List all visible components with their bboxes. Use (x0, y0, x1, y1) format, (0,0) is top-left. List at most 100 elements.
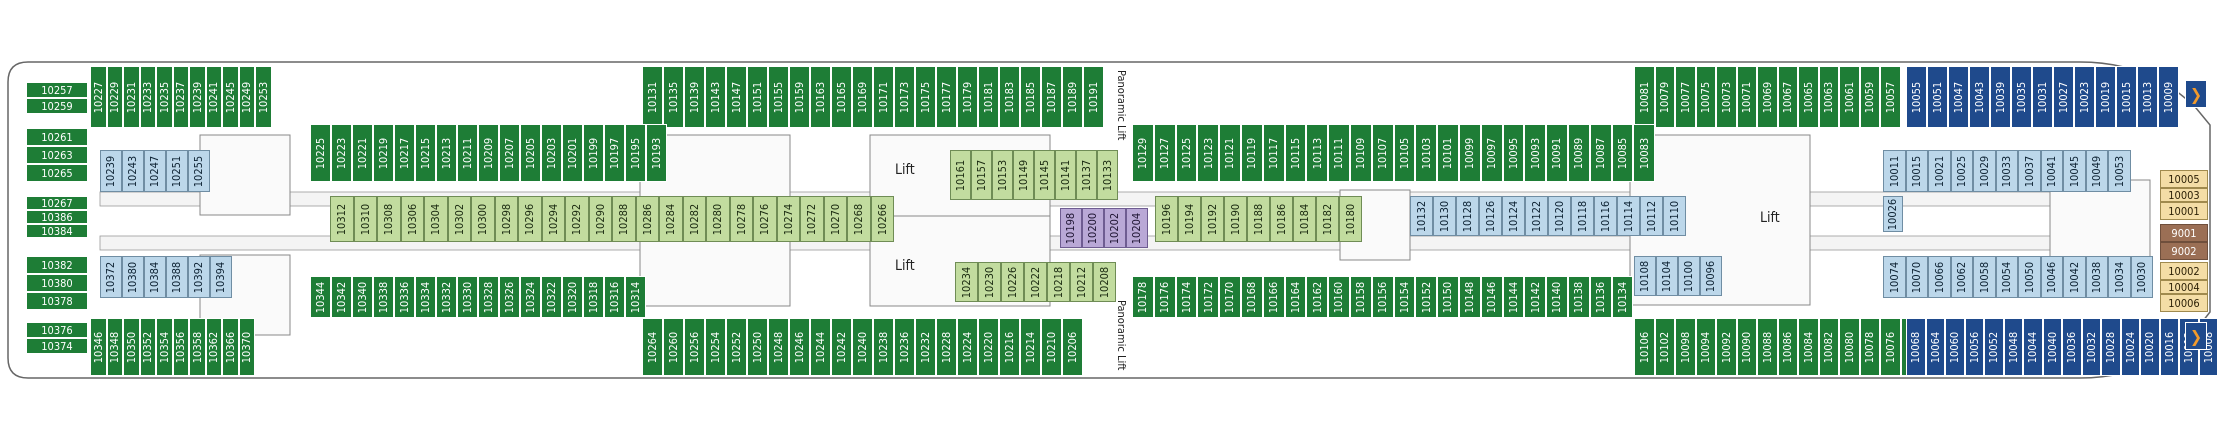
cabin-10054[interactable]: 10054 (1995, 256, 2018, 298)
cabin-10093[interactable]: 10093 (1524, 124, 1547, 182)
cabin-10244[interactable]: 10244 (810, 318, 831, 376)
cabin-10092[interactable]: 10092 (1716, 318, 1737, 376)
cabin-10135[interactable]: 10135 (663, 66, 684, 128)
cabin-10304[interactable]: 10304 (424, 196, 448, 242)
cabin-10318[interactable]: 10318 (583, 276, 604, 318)
cabin-10212[interactable]: 10212 (1070, 262, 1093, 302)
cabin-10217[interactable]: 10217 (394, 124, 415, 182)
cabin-10069[interactable]: 10069 (1757, 66, 1778, 128)
cabin-10084[interactable]: 10084 (1798, 318, 1819, 376)
cabin-10117[interactable]: 10117 (1262, 124, 1285, 182)
cabin-10011[interactable]: 10011 (1883, 150, 1906, 192)
cabin-10252[interactable]: 10252 (726, 318, 747, 376)
cabin-10370[interactable]: 10370 (238, 318, 255, 376)
cabin-10254[interactable]: 10254 (705, 318, 726, 376)
cabin-10142[interactable]: 10142 (1524, 276, 1547, 318)
cabin-10239[interactable]: 10239 (100, 150, 122, 192)
cabin-10240[interactable]: 10240 (852, 318, 873, 376)
cabin-10334[interactable]: 10334 (415, 276, 436, 318)
cabin-10001[interactable]: 10001 (2160, 202, 2208, 220)
cabin-10004[interactable]: 10004 (2160, 280, 2208, 294)
cabin-10266[interactable]: 10266 (870, 196, 894, 242)
cabin-10282[interactable]: 10282 (682, 196, 706, 242)
cabin-10346[interactable]: 10346 (90, 318, 107, 376)
cabin-10386[interactable]: 10386 (26, 210, 88, 224)
cabin-10192[interactable]: 10192 (1201, 196, 1224, 242)
cabin-10239[interactable]: 10239 (189, 66, 206, 128)
cabin-10024[interactable]: 10024 (2120, 318, 2140, 376)
cabin-10139[interactable]: 10139 (684, 66, 705, 128)
cabin-10362[interactable]: 10362 (205, 318, 222, 376)
cabin-10094[interactable]: 10094 (1695, 318, 1716, 376)
cabin-10162[interactable]: 10162 (1306, 276, 1329, 318)
cabin-10088[interactable]: 10088 (1757, 318, 1778, 376)
cabin-10154[interactable]: 10154 (1393, 276, 1416, 318)
cabin-10101[interactable]: 10101 (1437, 124, 1459, 182)
cabin-10156[interactable]: 10156 (1371, 276, 1394, 318)
cabin-10042[interactable]: 10042 (2063, 256, 2086, 298)
cabin-10140[interactable]: 10140 (1546, 276, 1568, 318)
cabin-10019[interactable]: 10019 (2095, 66, 2116, 128)
cabin-10286[interactable]: 10286 (635, 196, 659, 242)
cabin-10029[interactable]: 10029 (1973, 150, 1996, 192)
cabin-10064[interactable]: 10064 (1925, 318, 1945, 376)
cabin-10112[interactable]: 10112 (1640, 196, 1663, 236)
cabin-10219[interactable]: 10219 (373, 124, 394, 182)
cabin-10236[interactable]: 10236 (894, 318, 915, 376)
cabin-10159[interactable]: 10159 (789, 66, 810, 128)
cabin-10123[interactable]: 10123 (1197, 124, 1220, 182)
cabin-10198[interactable]: 10198 (1060, 208, 1082, 248)
cabin-10292[interactable]: 10292 (565, 196, 589, 242)
cabin-10183[interactable]: 10183 (999, 66, 1020, 128)
cabin-10118[interactable]: 10118 (1571, 196, 1594, 236)
cabin-10300[interactable]: 10300 (471, 196, 495, 242)
cabin-10231[interactable]: 10231 (123, 66, 140, 128)
cabin-10122[interactable]: 10122 (1525, 196, 1548, 236)
cabin-10193[interactable]: 10193 (646, 124, 667, 182)
cabin-10043[interactable]: 10043 (1969, 66, 1990, 128)
cabin-10278[interactable]: 10278 (729, 196, 753, 242)
cabin-10113[interactable]: 10113 (1306, 124, 1329, 182)
cabin-10075[interactable]: 10075 (1695, 66, 1716, 128)
cabin-10062[interactable]: 10062 (1950, 256, 1973, 298)
cabin-10109[interactable]: 10109 (1350, 124, 1372, 182)
cabin-10241[interactable]: 10241 (205, 66, 222, 128)
cabin-10128[interactable]: 10128 (1456, 196, 1479, 236)
cabin-10235[interactable]: 10235 (156, 66, 173, 128)
cabin-10324[interactable]: 10324 (520, 276, 541, 318)
cabin-10220[interactable]: 10220 (978, 318, 999, 376)
cabin-10089[interactable]: 10089 (1568, 124, 1590, 182)
cabin-10078[interactable]: 10078 (1859, 318, 1880, 376)
cabin-10256[interactable]: 10256 (684, 318, 705, 376)
cabin-10205[interactable]: 10205 (520, 124, 541, 182)
cabin-10284[interactable]: 10284 (659, 196, 683, 242)
cabin-10028[interactable]: 10028 (2101, 318, 2121, 376)
cabin-10382[interactable]: 10382 (26, 256, 88, 274)
cabin-10114[interactable]: 10114 (1617, 196, 1640, 236)
cabin-10057[interactable]: 10057 (1880, 66, 1901, 128)
cabin-10015[interactable]: 10015 (2116, 66, 2137, 128)
cabin-9001[interactable]: 9001 (2160, 224, 2208, 242)
cabin-10107[interactable]: 10107 (1371, 124, 1394, 182)
cabin-10227[interactable]: 10227 (90, 66, 107, 128)
cabin-10097[interactable]: 10097 (1480, 124, 1503, 182)
cabin-10079[interactable]: 10079 (1654, 66, 1675, 128)
cabin-10196[interactable]: 10196 (1155, 196, 1178, 242)
cabin-10161[interactable]: 10161 (950, 150, 971, 200)
cabin-10013[interactable]: 10013 (2137, 66, 2158, 128)
cabin-10179[interactable]: 10179 (957, 66, 978, 128)
cabin-10083[interactable]: 10083 (1633, 124, 1656, 182)
cabin-10203[interactable]: 10203 (541, 124, 562, 182)
cabin-10133[interactable]: 10133 (1097, 150, 1118, 200)
cabin-10163[interactable]: 10163 (810, 66, 831, 128)
cabin-10372[interactable]: 10372 (100, 256, 122, 298)
cabin-10150[interactable]: 10150 (1437, 276, 1459, 318)
cabin-10138[interactable]: 10138 (1568, 276, 1590, 318)
cabin-10047[interactable]: 10047 (1948, 66, 1969, 128)
cabin-10230[interactable]: 10230 (978, 262, 1001, 302)
cabin-10190[interactable]: 10190 (1224, 196, 1247, 242)
cabin-10031[interactable]: 10031 (2032, 66, 2053, 128)
cabin-10081[interactable]: 10081 (1634, 66, 1655, 128)
cabin-10052[interactable]: 10052 (1984, 318, 2004, 376)
cabin-10270[interactable]: 10270 (823, 196, 847, 242)
